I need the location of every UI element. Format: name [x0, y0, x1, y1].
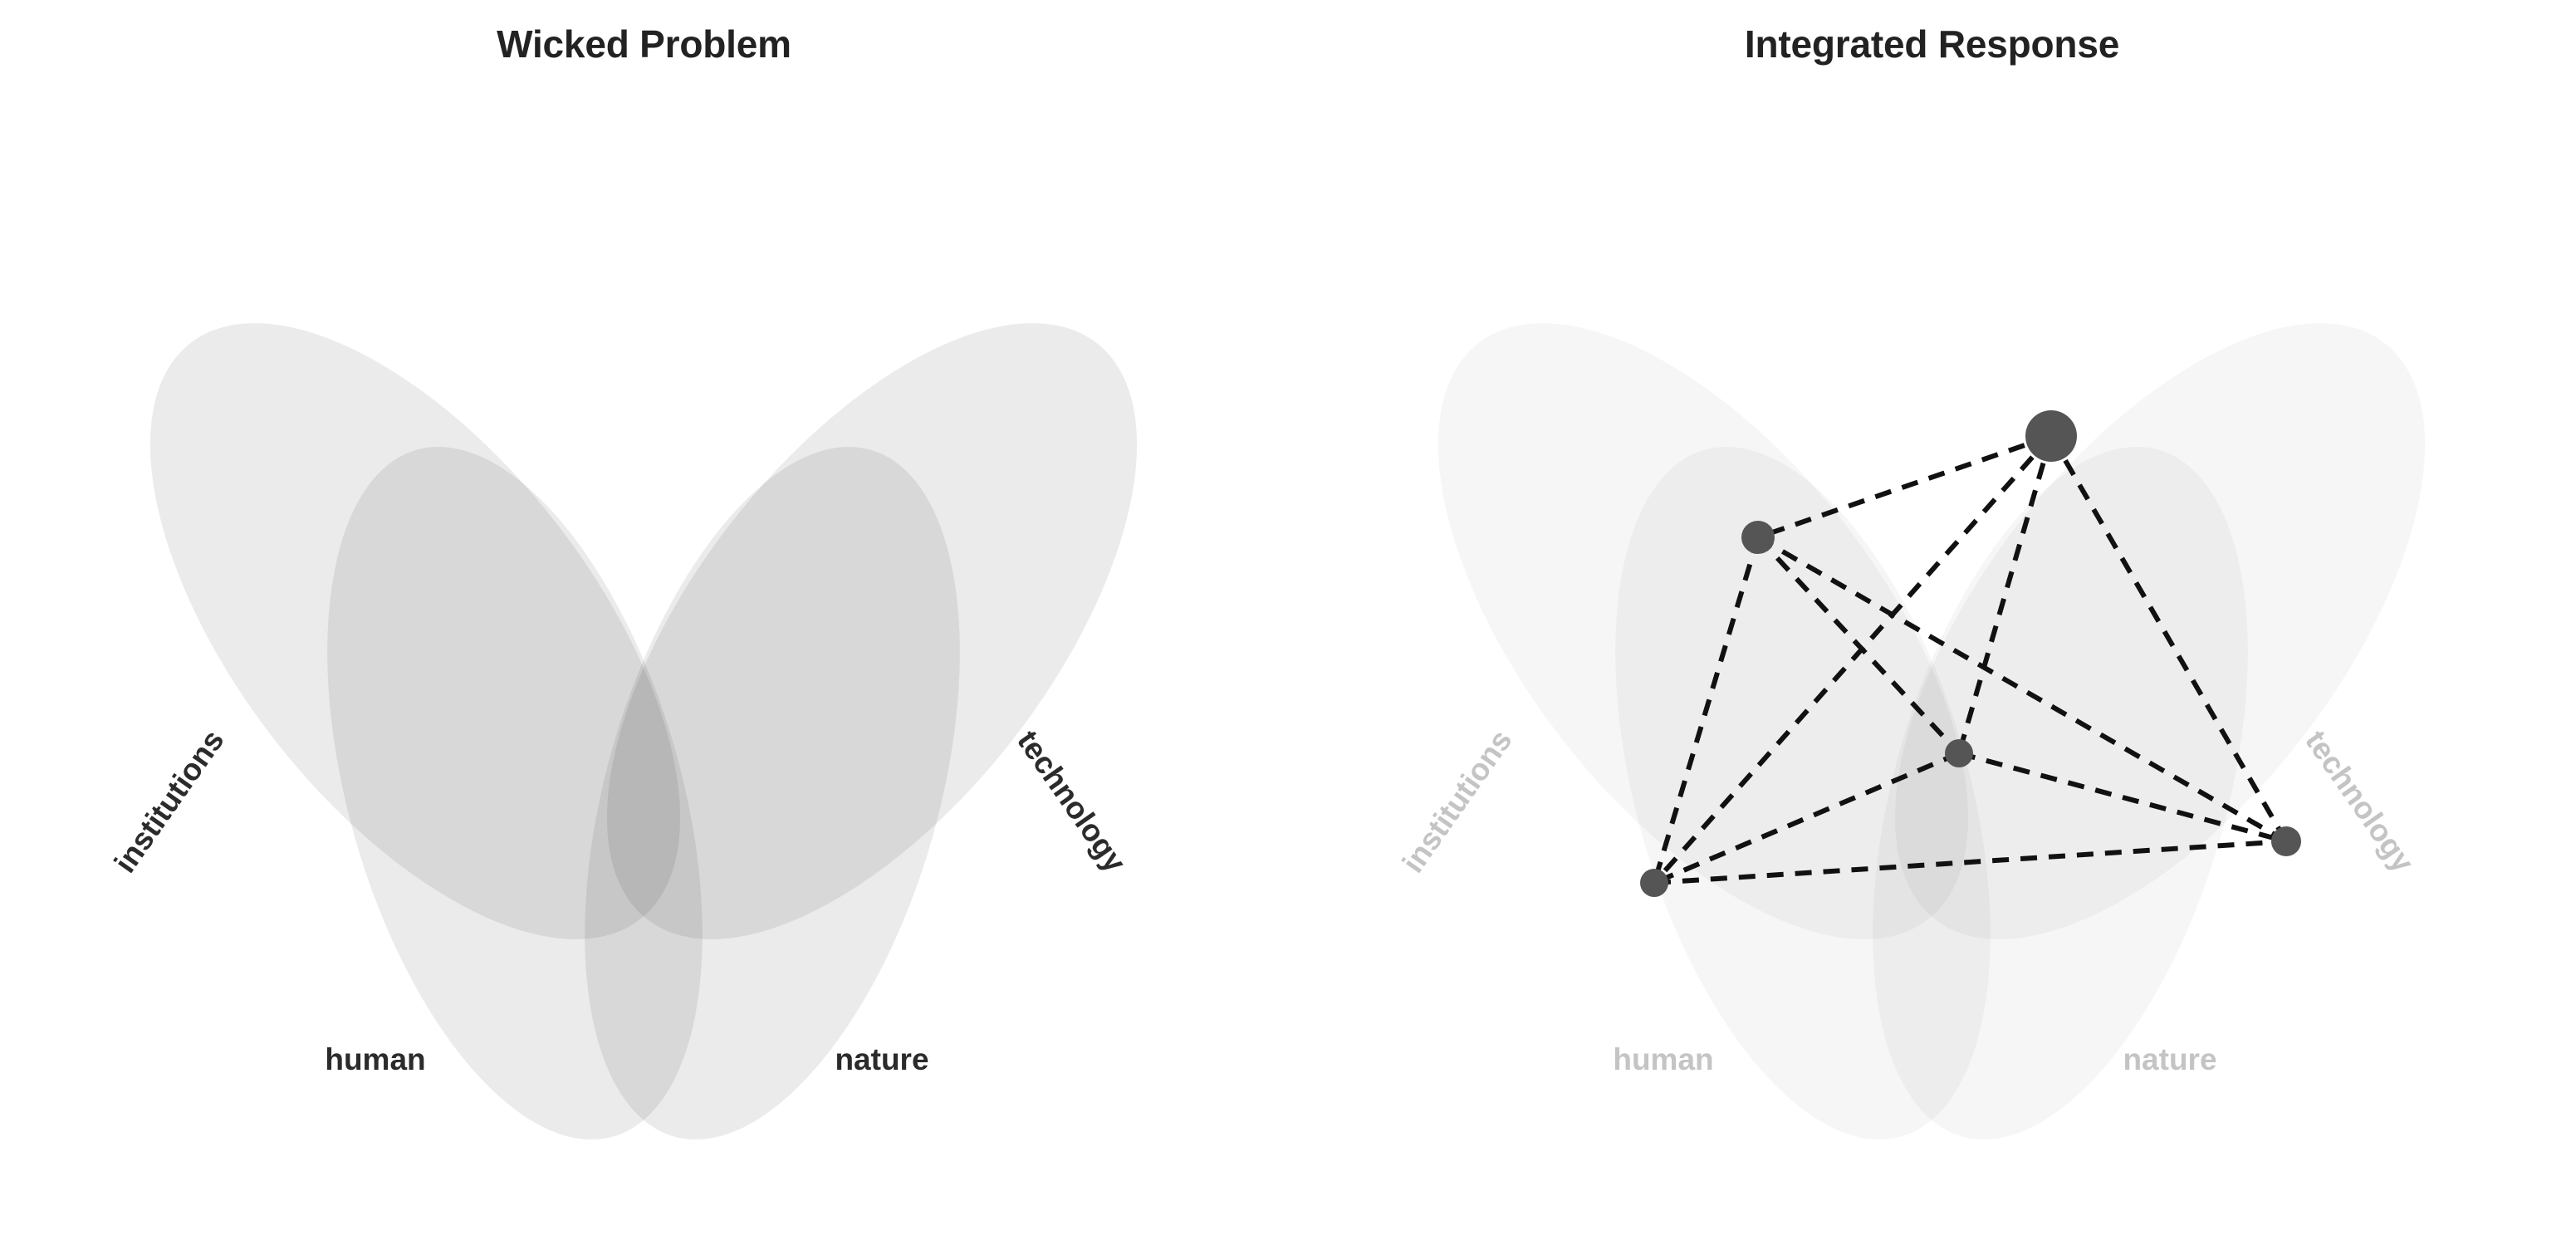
- network-edge-n4-n5: [1653, 839, 2287, 885]
- network-edge-n1-n4: [1652, 434, 2054, 885]
- petal-institutions: [149, 323, 681, 939]
- network-edge-n2-n3: [1756, 535, 1961, 756]
- network-node-n1[interactable]: [2025, 410, 2077, 462]
- venn-diagram-integrated-response: [1288, 0, 2576, 1240]
- venn-petals-svg-right: [1640, 410, 2301, 897]
- panel-title-wicked-problem: Wicked Problem: [497, 22, 791, 66]
- petal-human: [327, 446, 703, 1140]
- network-edge-n1-n5: [2049, 434, 2289, 843]
- network-node-n2[interactable]: [1741, 521, 1775, 554]
- petal-technology: [606, 323, 1138, 939]
- network-edge-n2-n4: [1652, 537, 1761, 884]
- network-node-n4[interactable]: [1640, 869, 1668, 897]
- petal-nature: [585, 446, 960, 1140]
- network-node-n3[interactable]: [1945, 739, 1973, 767]
- network-node-n5[interactable]: [2271, 826, 2301, 856]
- venn-diagram-wicked-problem: [149, 323, 1138, 1140]
- network-edge-group: [1652, 434, 2289, 885]
- network-node-group: [1640, 410, 2301, 897]
- venn-petals-svg-left: [149, 323, 1138, 1140]
- panel-title-integrated-response: Integrated Response: [1744, 22, 2120, 66]
- network-edge-n3-n5: [1958, 751, 2287, 844]
- network-edge-n1-n2: [1757, 434, 2052, 540]
